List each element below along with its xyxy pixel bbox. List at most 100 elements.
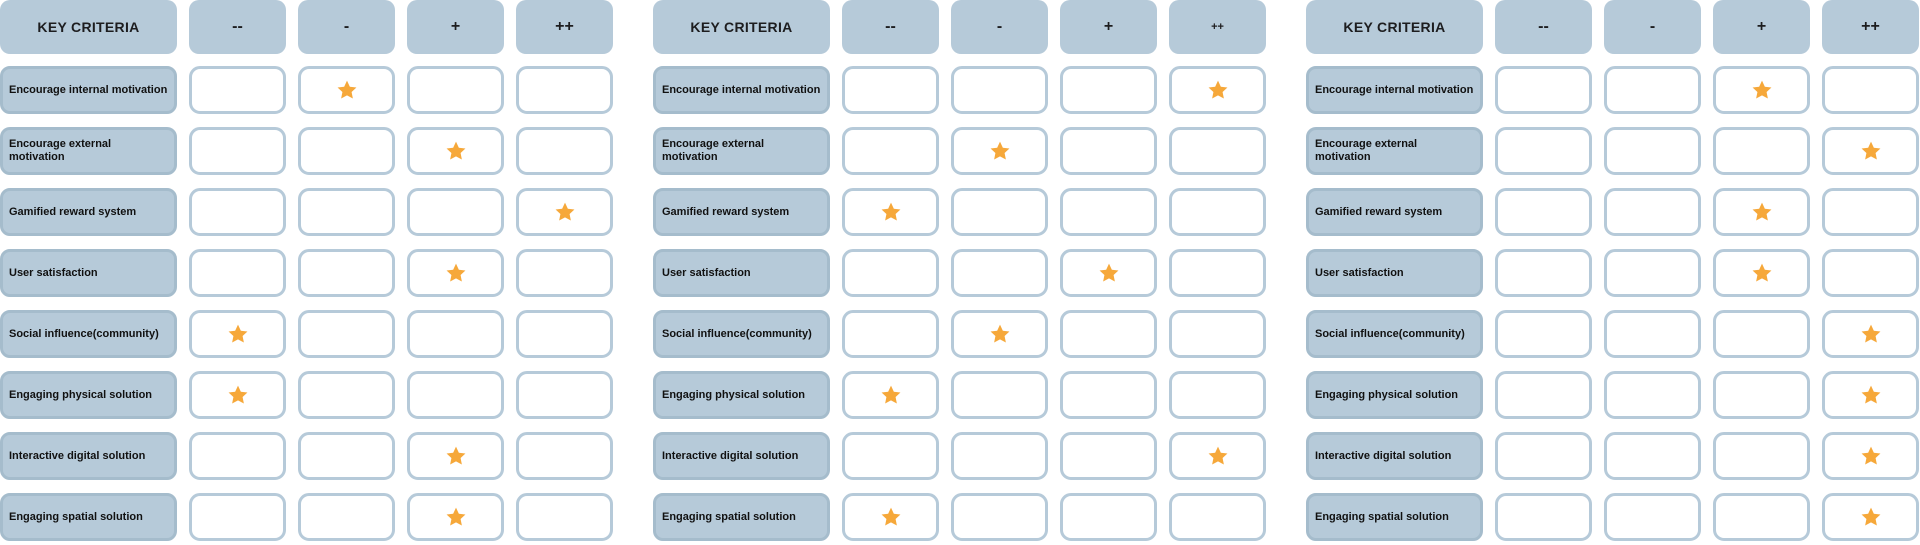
rating-cell[interactable] bbox=[1495, 127, 1592, 175]
rating-cell[interactable] bbox=[842, 493, 939, 541]
rating-cell[interactable] bbox=[1713, 249, 1810, 297]
rating-cell[interactable] bbox=[1169, 493, 1266, 541]
rating-cell[interactable] bbox=[842, 310, 939, 358]
rating-cell[interactable] bbox=[1060, 66, 1157, 114]
header-key-criteria: KEY CRITERIA bbox=[653, 0, 830, 54]
rating-cell[interactable] bbox=[1495, 493, 1592, 541]
rating-cell[interactable] bbox=[1822, 310, 1919, 358]
rating-cell[interactable] bbox=[1822, 249, 1919, 297]
rating-cell[interactable] bbox=[1713, 432, 1810, 480]
rating-cell[interactable] bbox=[1604, 66, 1701, 114]
rating-cell[interactable] bbox=[1604, 310, 1701, 358]
rating-cell[interactable] bbox=[1169, 188, 1266, 236]
rating-cell[interactable] bbox=[1604, 249, 1701, 297]
rating-cell[interactable] bbox=[1495, 310, 1592, 358]
rating-cell[interactable] bbox=[1495, 371, 1592, 419]
rating-cell[interactable] bbox=[1713, 188, 1810, 236]
rating-cell[interactable] bbox=[1713, 371, 1810, 419]
rating-cell[interactable] bbox=[189, 493, 286, 541]
criteria-label: Engaging spatial solution bbox=[1306, 493, 1483, 541]
rating-cell[interactable] bbox=[407, 66, 504, 114]
rating-cell[interactable] bbox=[1060, 493, 1157, 541]
rating-cell[interactable] bbox=[1822, 493, 1919, 541]
rating-cell[interactable] bbox=[189, 66, 286, 114]
rating-cell[interactable] bbox=[407, 310, 504, 358]
rating-cell[interactable] bbox=[516, 66, 613, 114]
rating-cell[interactable] bbox=[951, 249, 1048, 297]
criteria-panel-2: KEY CRITERIA -- - + ++ Encourage interna… bbox=[653, 0, 1273, 545]
rating-cell[interactable] bbox=[951, 432, 1048, 480]
rating-cell[interactable] bbox=[189, 188, 286, 236]
rating-cell[interactable] bbox=[1060, 188, 1157, 236]
rating-cell[interactable] bbox=[1604, 371, 1701, 419]
rating-cell[interactable] bbox=[1495, 249, 1592, 297]
rating-cell[interactable] bbox=[842, 127, 939, 175]
rating-cell[interactable] bbox=[1822, 127, 1919, 175]
rating-cell[interactable] bbox=[1060, 432, 1157, 480]
rating-cell[interactable] bbox=[1169, 432, 1266, 480]
rating-cell[interactable] bbox=[1822, 432, 1919, 480]
rating-cell[interactable] bbox=[951, 310, 1048, 358]
rating-cell[interactable] bbox=[1495, 432, 1592, 480]
rating-cell[interactable] bbox=[951, 493, 1048, 541]
rating-cell[interactable] bbox=[842, 188, 939, 236]
rating-cell[interactable] bbox=[951, 188, 1048, 236]
rating-cell[interactable] bbox=[407, 493, 504, 541]
rating-cell[interactable] bbox=[189, 371, 286, 419]
rating-cell[interactable] bbox=[189, 310, 286, 358]
rating-cell[interactable] bbox=[1713, 66, 1810, 114]
rating-cell[interactable] bbox=[1060, 310, 1157, 358]
rating-cell[interactable] bbox=[298, 371, 395, 419]
rating-cell[interactable] bbox=[1495, 66, 1592, 114]
rating-cell[interactable] bbox=[516, 432, 613, 480]
rating-cell[interactable] bbox=[842, 371, 939, 419]
rating-cell[interactable] bbox=[1604, 493, 1701, 541]
rating-cell[interactable] bbox=[407, 371, 504, 419]
rating-cell[interactable] bbox=[407, 249, 504, 297]
rating-cell[interactable] bbox=[516, 249, 613, 297]
rating-cell[interactable] bbox=[189, 127, 286, 175]
rating-cell[interactable] bbox=[1713, 310, 1810, 358]
rating-cell[interactable] bbox=[298, 66, 395, 114]
rating-cell[interactable] bbox=[842, 432, 939, 480]
rating-cell[interactable] bbox=[407, 432, 504, 480]
rating-cell[interactable] bbox=[842, 66, 939, 114]
rating-cell[interactable] bbox=[1169, 249, 1266, 297]
rating-cell[interactable] bbox=[298, 249, 395, 297]
rating-cell[interactable] bbox=[1169, 66, 1266, 114]
rating-cell[interactable] bbox=[298, 493, 395, 541]
star-icon bbox=[1861, 324, 1880, 343]
rating-cell[interactable] bbox=[951, 127, 1048, 175]
rating-cell[interactable] bbox=[951, 66, 1048, 114]
rating-cell[interactable] bbox=[298, 432, 395, 480]
rating-cell[interactable] bbox=[298, 310, 395, 358]
rating-cell[interactable] bbox=[516, 310, 613, 358]
rating-cell[interactable] bbox=[1169, 371, 1266, 419]
rating-cell[interactable] bbox=[407, 188, 504, 236]
rating-cell[interactable] bbox=[842, 249, 939, 297]
rating-cell[interactable] bbox=[516, 493, 613, 541]
rating-cell[interactable] bbox=[516, 127, 613, 175]
rating-cell[interactable] bbox=[189, 249, 286, 297]
rating-cell[interactable] bbox=[1604, 432, 1701, 480]
rating-cell[interactable] bbox=[1495, 188, 1592, 236]
rating-cell[interactable] bbox=[1060, 249, 1157, 297]
rating-cell[interactable] bbox=[1604, 127, 1701, 175]
rating-cell[interactable] bbox=[189, 432, 286, 480]
rating-cell[interactable] bbox=[1713, 127, 1810, 175]
rating-cell[interactable] bbox=[516, 188, 613, 236]
rating-cell[interactable] bbox=[1822, 66, 1919, 114]
rating-cell[interactable] bbox=[1604, 188, 1701, 236]
rating-cell[interactable] bbox=[1060, 127, 1157, 175]
rating-cell[interactable] bbox=[1169, 127, 1266, 175]
rating-cell[interactable] bbox=[1713, 493, 1810, 541]
rating-cell[interactable] bbox=[516, 371, 613, 419]
rating-cell[interactable] bbox=[1822, 371, 1919, 419]
rating-cell[interactable] bbox=[1060, 371, 1157, 419]
rating-cell[interactable] bbox=[1169, 310, 1266, 358]
rating-cell[interactable] bbox=[951, 371, 1048, 419]
rating-cell[interactable] bbox=[298, 127, 395, 175]
rating-cell[interactable] bbox=[1822, 188, 1919, 236]
rating-cell[interactable] bbox=[407, 127, 504, 175]
rating-cell[interactable] bbox=[298, 188, 395, 236]
